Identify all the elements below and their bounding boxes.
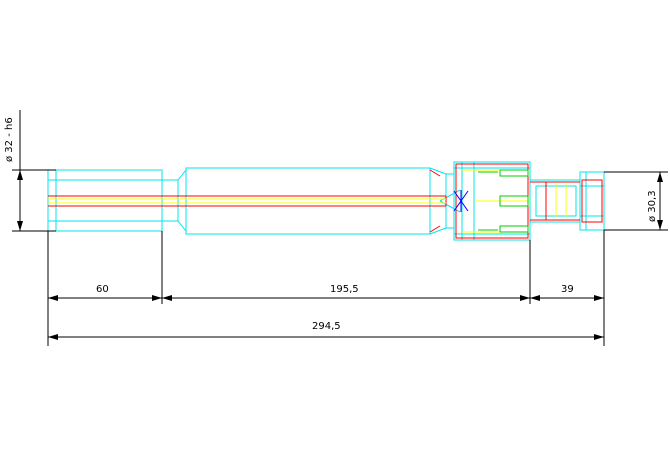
accent-lines (48, 169, 567, 233)
dimension-lines (12, 110, 668, 346)
length-39-label: 39 (561, 284, 574, 295)
shaft-diameter-label: ø 32 - h6 (4, 117, 15, 162)
left-shank-section (47, 169, 163, 232)
end-cap-section (579, 171, 605, 231)
thread-slots (478, 169, 529, 233)
end-diameter-label: ø 30,3 (647, 190, 658, 222)
length-60-label: 60 (96, 284, 109, 295)
length-195-5-label: 195,5 (330, 284, 359, 295)
main-body-section (185, 167, 431, 235)
neck-taper (161, 169, 187, 232)
total-length-label: 294,5 (312, 321, 341, 332)
core-bore (48, 163, 603, 239)
dimension-arrows (17, 170, 663, 340)
center-tip (453, 190, 469, 212)
